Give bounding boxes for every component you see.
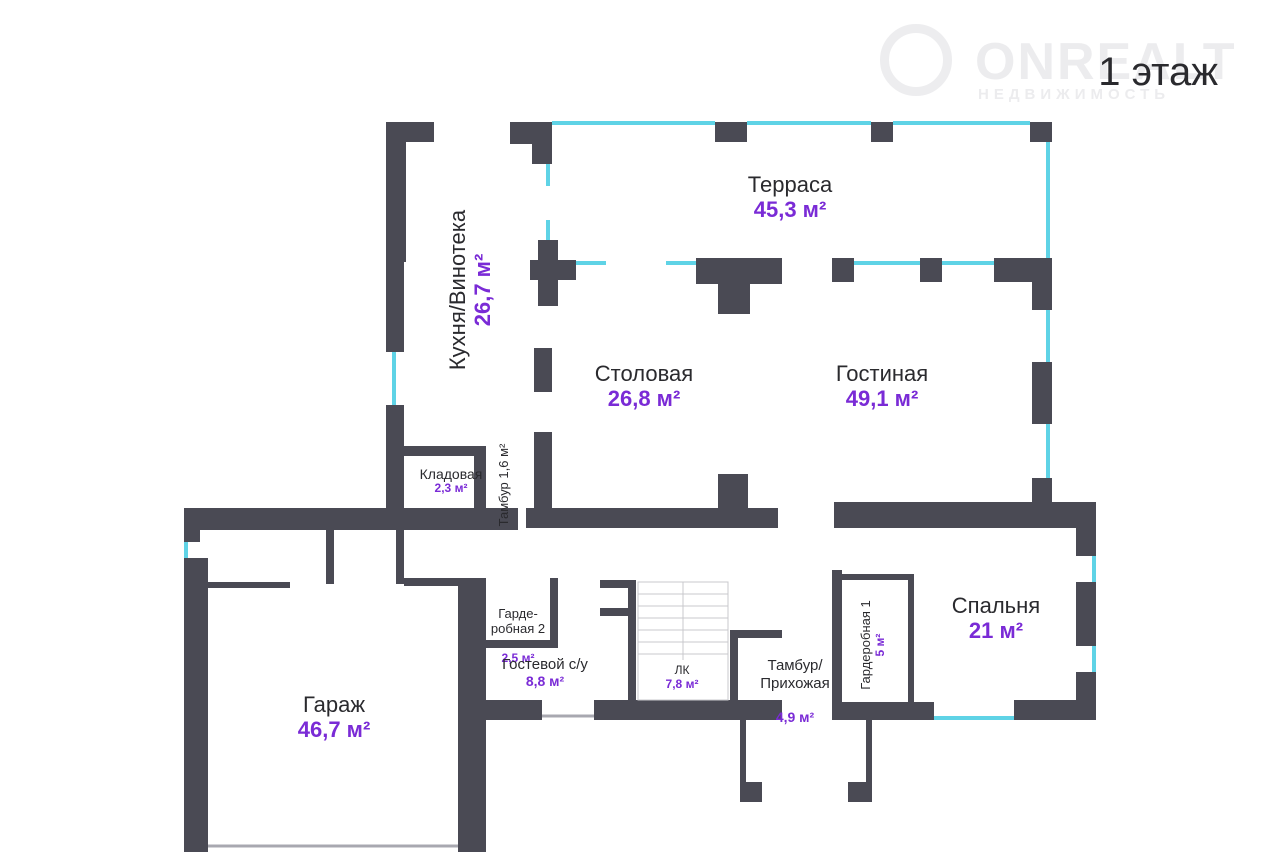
room-name: ЛК bbox=[674, 663, 690, 677]
wall bbox=[832, 570, 842, 720]
room-wardrobe-2: Гарде- робная 2 2,5 м² bbox=[486, 592, 550, 680]
wall bbox=[718, 474, 748, 510]
room-area: 46,7 м² bbox=[297, 717, 371, 743]
wall bbox=[1032, 362, 1052, 424]
room-area: 7,8 м² bbox=[665, 676, 699, 691]
room-name: Тамбур 1,6 м² bbox=[496, 443, 511, 527]
wall bbox=[532, 122, 552, 164]
room-garage: Гараж 46,7 м² bbox=[244, 692, 424, 743]
wall bbox=[1076, 502, 1096, 556]
room-name: Столовая bbox=[594, 361, 694, 386]
wall bbox=[386, 142, 406, 262]
wall bbox=[534, 432, 552, 512]
room-area: 5 м² bbox=[872, 633, 887, 657]
wall bbox=[600, 580, 636, 588]
wall bbox=[476, 700, 542, 720]
wall bbox=[1032, 258, 1052, 310]
wall bbox=[386, 405, 404, 515]
room-name: Терраса bbox=[747, 172, 833, 197]
wall bbox=[908, 574, 914, 702]
wall bbox=[486, 640, 558, 648]
watermark-brand: ONREALT bbox=[975, 33, 1237, 91]
wall bbox=[200, 582, 290, 588]
room-bedroom: Спальня 21 м² bbox=[906, 593, 1086, 644]
room-terrace: Терраса 45,3 м² bbox=[700, 172, 880, 223]
wall bbox=[742, 782, 762, 802]
room-name: Кухня/Винотека bbox=[445, 209, 470, 371]
wall bbox=[184, 508, 200, 542]
wall bbox=[871, 122, 893, 142]
room-name: Гостевой с/у bbox=[502, 656, 588, 673]
room-area: 26,7 м² bbox=[470, 253, 496, 327]
room-area: 8,8 м² bbox=[525, 673, 565, 690]
wall bbox=[396, 530, 404, 584]
wall bbox=[866, 720, 872, 802]
wall bbox=[920, 258, 942, 282]
room-name: Гарде- робная 2 bbox=[490, 605, 546, 636]
room-hall: Тамбур/ Прихожая 4,9 м² bbox=[740, 640, 850, 742]
wall bbox=[834, 502, 1096, 528]
windows bbox=[184, 121, 1096, 720]
wall bbox=[600, 608, 630, 616]
wall bbox=[715, 122, 747, 142]
walls bbox=[184, 122, 1096, 852]
room-name: Спальня bbox=[951, 593, 1041, 618]
wall bbox=[184, 558, 208, 852]
room-area: 26,8 м² bbox=[607, 386, 681, 412]
wall bbox=[832, 702, 934, 720]
wall bbox=[718, 258, 750, 314]
room-dining: Столовая 26,8 м² bbox=[554, 361, 734, 412]
wall bbox=[730, 630, 782, 638]
room-kitchen: Кухня/Винотека 26,7 м² bbox=[445, 165, 501, 415]
wall bbox=[404, 446, 478, 456]
watermark: ONREALT НЕДВИЖИМОСТЬ bbox=[880, 32, 1236, 103]
doors bbox=[208, 714, 594, 848]
room-area: 4,9 м² bbox=[775, 709, 815, 725]
room-name: Гараж bbox=[302, 692, 366, 717]
room-vestibule: Тамбур 1,6 м² bbox=[496, 435, 515, 535]
stairs bbox=[637, 581, 729, 701]
wall bbox=[838, 574, 914, 580]
room-living: Гостиная 49,1 м² bbox=[792, 361, 972, 412]
room-name: Тамбур/ Прихожая bbox=[760, 657, 830, 692]
watermark-subtitle: НЕДВИЖИМОСТЬ bbox=[978, 86, 1171, 103]
wall bbox=[184, 508, 518, 530]
watermark-logo-icon bbox=[880, 24, 952, 96]
wall bbox=[534, 348, 552, 392]
wall bbox=[832, 258, 854, 282]
room-name: Гардеробная 1 bbox=[858, 600, 873, 690]
wall bbox=[1030, 122, 1052, 142]
room-stairs: ЛК 7,8 м² bbox=[650, 663, 714, 692]
wall bbox=[550, 578, 558, 648]
floor-label: 1 этаж bbox=[1098, 50, 1218, 94]
room-area: 21 м² bbox=[968, 618, 1024, 644]
room-area: 2,3 м² bbox=[434, 481, 468, 496]
wall bbox=[538, 240, 558, 306]
room-pantry: Кладовая 2,3 м² bbox=[404, 466, 498, 496]
wall bbox=[848, 782, 872, 802]
room-area: 49,1 м² bbox=[845, 386, 919, 412]
wall bbox=[1076, 582, 1096, 646]
wall bbox=[474, 446, 486, 510]
room-area: 45,3 м² bbox=[753, 197, 827, 223]
wall bbox=[730, 630, 738, 720]
wall bbox=[1014, 700, 1096, 720]
wall bbox=[386, 122, 434, 142]
room-name: Гостиная bbox=[835, 361, 929, 386]
wall bbox=[1032, 478, 1052, 508]
room-name: Кладовая bbox=[419, 466, 483, 482]
room-wardrobe-1: Гардеробная 1 5 м² bbox=[858, 585, 893, 705]
room-guest-wc: Гостевой с/у 8,8 м² bbox=[486, 656, 604, 689]
wall bbox=[404, 578, 462, 586]
wall bbox=[526, 508, 778, 528]
wall bbox=[326, 530, 334, 584]
wall bbox=[628, 580, 636, 720]
room-area: 2,5 м² bbox=[501, 650, 535, 665]
wall bbox=[740, 720, 746, 802]
